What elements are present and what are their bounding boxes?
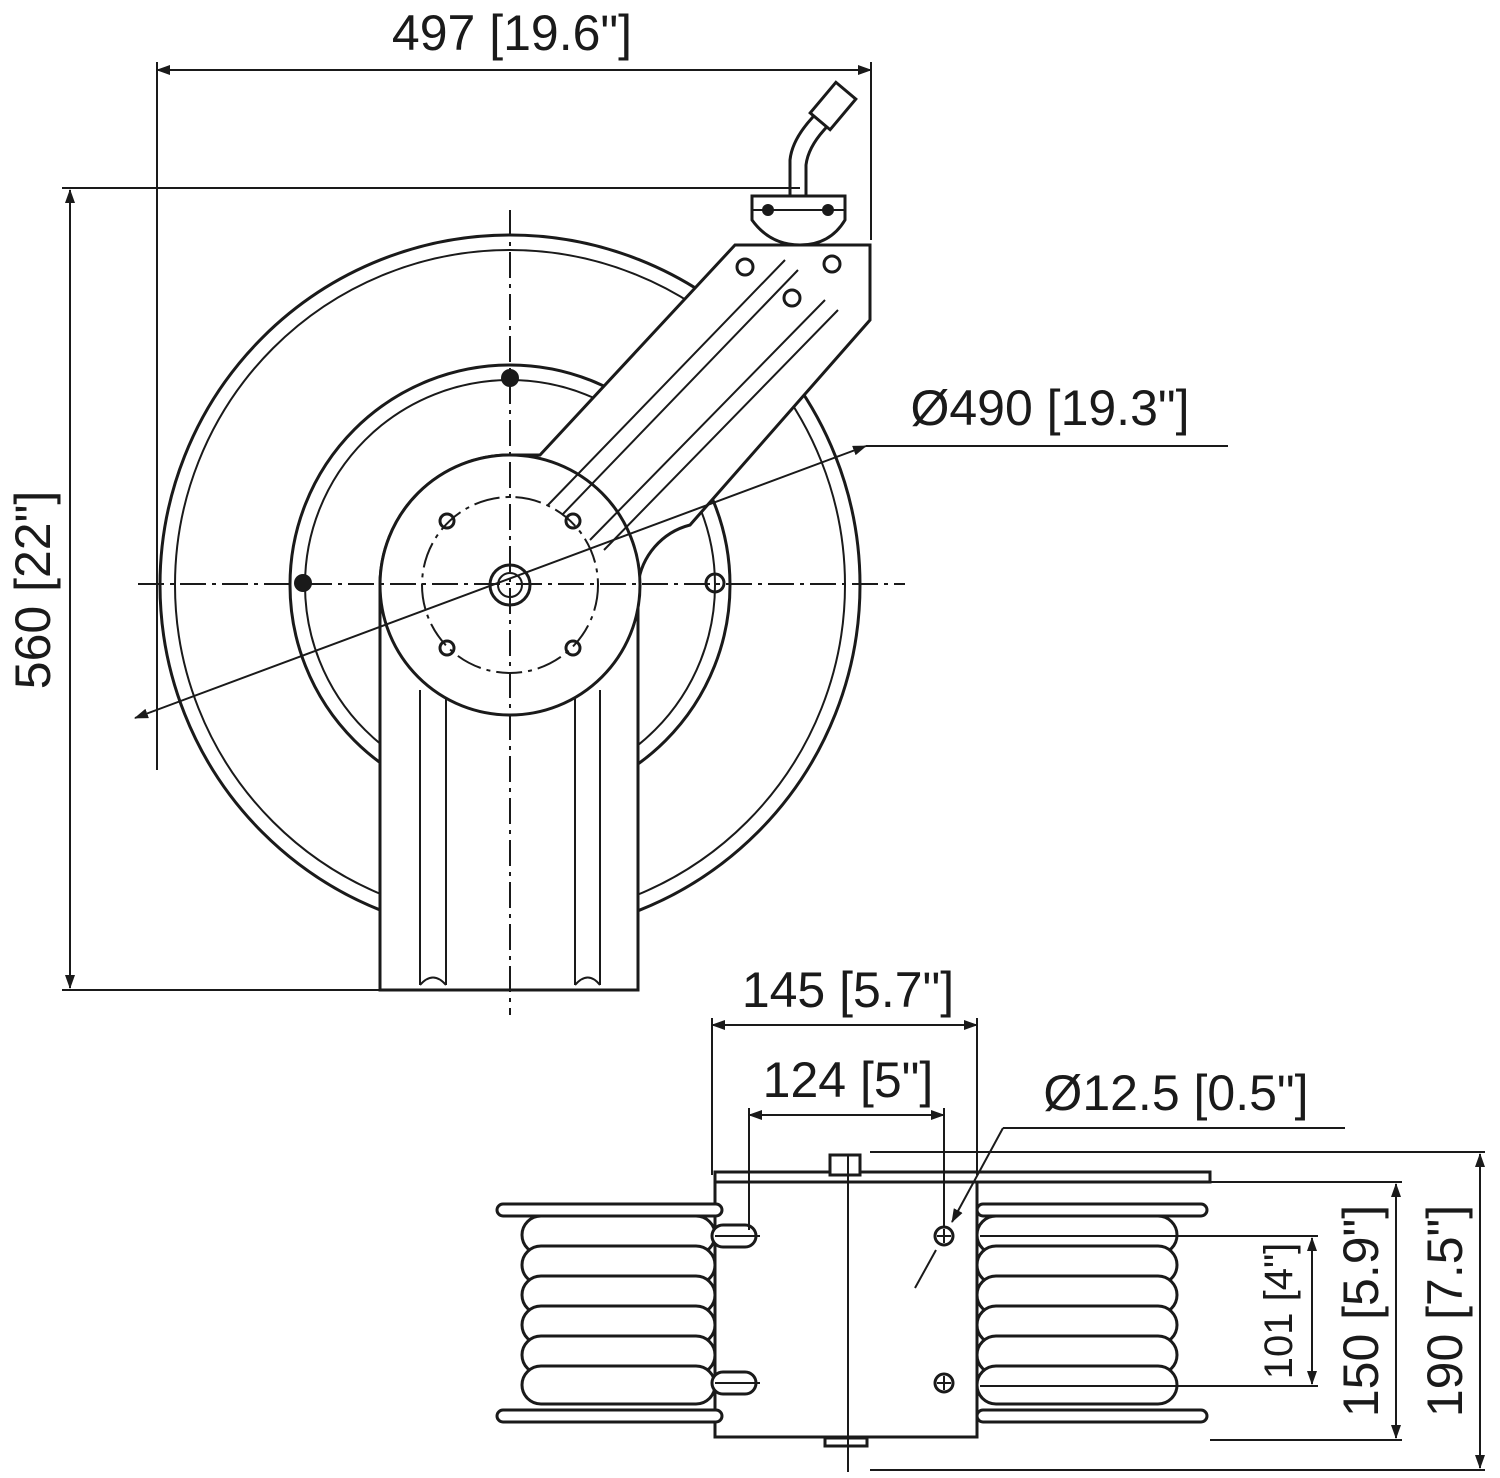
mounting-holes — [933, 1225, 955, 1394]
swivel-inlet — [750, 80, 858, 247]
side-height-label: 190 [7.5"] — [1417, 1205, 1473, 1417]
hose-coil-left — [495, 1202, 724, 1424]
hole-diameter-leader — [951, 1127, 1004, 1223]
mount-spacing-label: 124 [5"] — [763, 1052, 934, 1108]
depth-label: 145 [5.7"] — [742, 962, 954, 1018]
hole-spacing-label: 101 [4"] — [1257, 1243, 1301, 1380]
reel-diameter-leader — [134, 445, 867, 719]
reel-diameter-label: Ø490 [19.3"] — [910, 380, 1189, 436]
mount-height-label: 150 [5.9"] — [1333, 1205, 1389, 1417]
overall-height-label: 560 [22"] — [5, 491, 61, 689]
hole-diameter-label: Ø12.5 [0.5"] — [1043, 1065, 1308, 1121]
front-view: 497 [19.6"] 560 [22"] Ø490 [19.3"] — [5, 5, 1228, 1015]
overall-width-label: 497 [19.6"] — [392, 5, 632, 61]
mounting-plate — [713, 1173, 979, 1439]
side-view: 145 [5.7"] 124 [5"] Ø12.5 [0.5"] 101 [4"… — [495, 962, 1485, 1472]
